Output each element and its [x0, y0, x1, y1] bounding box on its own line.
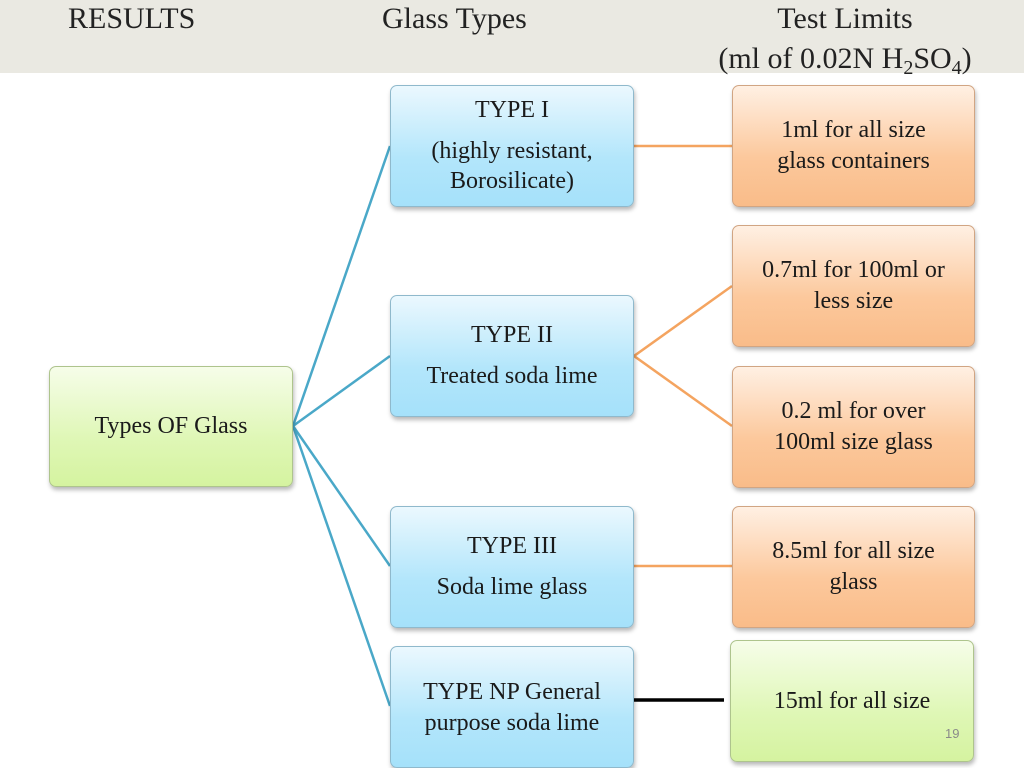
connector-root-type-i — [291, 145, 392, 427]
limit-type-iii-box: 8.5ml for all size glass — [732, 506, 975, 628]
limit-type-i-line2: glass containers — [777, 148, 930, 174]
type-ii-box: TYPE II Treated soda lime — [390, 295, 634, 417]
types-of-glass-label: Types OF Glass — [94, 413, 248, 440]
type-np-line2: purpose soda lime — [424, 709, 600, 736]
limit-type-np-box: 15ml for all size — [730, 640, 974, 762]
type-np-line1: TYPE NP General — [423, 679, 601, 705]
page-number: 19 — [945, 726, 960, 741]
type-iii-title: TYPE III — [467, 533, 557, 560]
type-iii-box: TYPE III Soda lime glass — [390, 506, 634, 628]
test-limits-title: Test Limits — [777, 2, 913, 35]
limit-type-iii-line1: 8.5ml for all size — [772, 538, 935, 565]
type-np-box: TYPE NP General purpose soda lime — [390, 646, 634, 768]
limit-type-ii-small-box: 0.7ml for 100ml or less size — [732, 225, 975, 347]
connector-type-ii-limit-a — [633, 284, 733, 358]
header-bar — [0, 0, 1024, 73]
limit-type-np-line1: 15ml for all size — [773, 687, 931, 714]
limit-type-ii-large-line1: 0.2 ml for over — [781, 398, 926, 425]
glass-types-heading: Glass Types — [382, 2, 527, 35]
limit-type-ii-large-box: 0.2 ml for over 100ml size glass — [732, 366, 975, 488]
type-i-desc-line2: Borosilicate) — [450, 168, 574, 195]
connector-root-type-iii — [291, 425, 392, 567]
results-heading: RESULTS — [68, 2, 196, 35]
types-of-glass-box: Types OF Glass — [49, 366, 293, 487]
limit-type-ii-small-line2: less size — [813, 288, 894, 314]
test-limits-heading: Test Limits (ml of 0.02N H2SO4) — [700, 2, 990, 79]
limit-type-iii-line2: glass — [829, 569, 878, 595]
type-i-desc-line1: (highly resistant, — [431, 137, 593, 164]
limit-type-ii-large-line2: 100ml size glass — [774, 429, 933, 455]
type-ii-desc: Treated soda lime — [426, 363, 598, 389]
type-iii-desc: Soda lime glass — [436, 574, 588, 600]
test-limits-unit: (ml of 0.02N H2SO4) — [718, 42, 972, 79]
type-ii-title: TYPE II — [471, 322, 553, 349]
type-i-box: TYPE I (highly resistant, Borosilicate) — [390, 85, 634, 207]
limit-type-ii-small-line1: 0.7ml for 100ml or — [762, 257, 945, 284]
limit-type-i-box: 1ml for all size glass containers — [732, 85, 975, 207]
connector-root-type-np — [291, 425, 392, 707]
limit-type-i-line1: 1ml for all size — [781, 117, 926, 144]
type-i-title: TYPE I — [475, 96, 549, 123]
connector-type-ii-limit-b — [633, 354, 733, 428]
connector-root-type-ii — [292, 354, 391, 428]
